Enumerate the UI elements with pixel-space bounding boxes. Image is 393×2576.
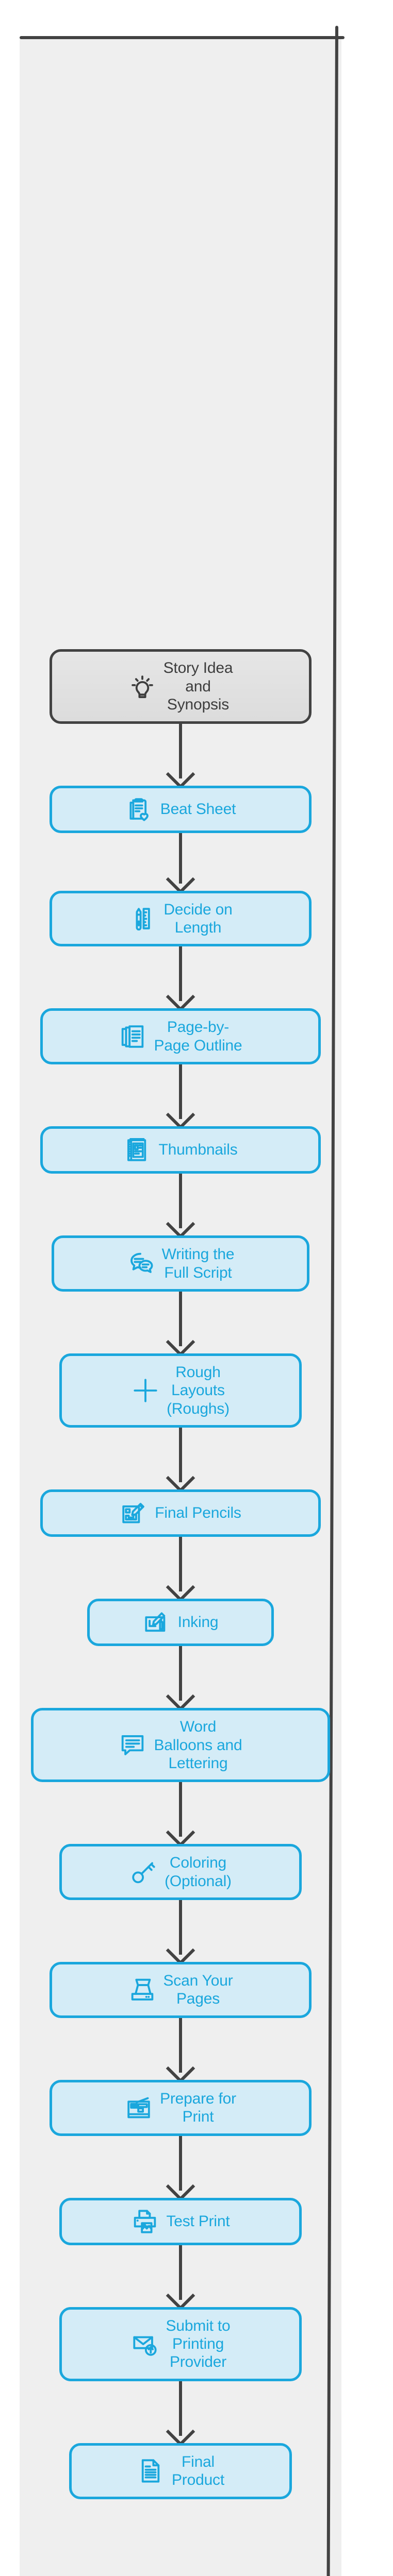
arrow-head-icon [166, 1682, 195, 1711]
flow-arrow-decide-on-length-to-page-by-page-outline [166, 946, 195, 1012]
flow-arrow-submit-to-printing-provider-to-final-product [166, 2381, 195, 2447]
arrow-head-icon [166, 1327, 195, 1357]
lightbulb-icon [128, 673, 156, 701]
flow-node-label: Final Pencils [155, 1504, 241, 1522]
frame-top-rule [20, 36, 345, 39]
flow-node-label: Test Print [166, 2212, 230, 2230]
tablet-pencil-icon [120, 1499, 148, 1527]
tablet-pen-icon [143, 1608, 171, 1636]
documents-icon [119, 1023, 146, 1050]
arrow-head-icon [166, 1818, 195, 1848]
arrow-head-icon [166, 1209, 195, 1239]
flow-node-label: Story Idea and Synopsis [163, 659, 233, 714]
arrow-head-icon [166, 2417, 195, 2447]
flow-node-label: Decide on Length [163, 901, 233, 936]
printing-press-icon [125, 2094, 153, 2122]
arrow-head-icon [166, 759, 195, 789]
flow-node-final-product[interactable]: Final Product [69, 2443, 292, 2499]
arrow-shaft [179, 1174, 182, 1229]
chat-bubbles-icon [127, 1250, 155, 1278]
flow-node-submit-to-printing-provider[interactable]: Submit to Printing Provider [59, 2307, 302, 2381]
flow-arrow-scan-your-pages-to-prepare-for-print [166, 2018, 195, 2083]
arrow-shaft [179, 1064, 182, 1120]
scanner-icon [128, 1976, 156, 2004]
arrow-shaft [179, 833, 182, 884]
arrow-shaft [179, 2136, 182, 2191]
flow-node-story-idea-and-synopsis[interactable]: Story Idea and Synopsis [50, 649, 312, 724]
arrow-head-icon [166, 865, 195, 894]
flow-node-thumbnails[interactable]: Thumbnails [40, 1126, 321, 1174]
arrow-head-icon [166, 2172, 195, 2201]
arrow-shaft [179, 723, 182, 778]
envelope-upload-icon [131, 2330, 159, 2358]
flow-node-label: Scan Your Pages [163, 1972, 233, 2008]
arrow-shaft [179, 1900, 182, 1955]
sketchbook-icon [123, 1136, 151, 1164]
flow-arrow-page-by-page-outline-to-thumbnails [166, 1064, 195, 1130]
arrow-head-icon [166, 1936, 195, 1965]
flow-node-rough-layouts[interactable]: Rough Layouts (Roughs) [59, 1353, 302, 1428]
flow-node-writing-the-full-script[interactable]: Writing the Full Script [52, 1235, 309, 1292]
flow-node-label: Writing the Full Script [161, 1246, 235, 1281]
arrow-shaft [179, 2245, 182, 2300]
flow-node-final-pencils[interactable]: Final Pencils [40, 1489, 321, 1537]
flow-arrow-word-balloons-and-lettering-to-coloring-optional [166, 1782, 195, 1848]
flow-arrow-writing-the-full-script-to-rough-layouts [166, 1291, 195, 1357]
arrow-head-icon [166, 1100, 195, 1130]
flow-node-label: Submit to Printing Provider [166, 2317, 231, 2371]
flow-arrow-beat-sheet-to-decide-on-length [166, 833, 195, 894]
flow-node-label: Final Product [172, 2453, 224, 2489]
flow-node-word-balloons-and-lettering[interactable]: Word Balloons and Lettering [31, 1708, 330, 1783]
flow-arrow-final-pencils-to-inking [166, 1537, 195, 1602]
flow-node-label: Prepare for Print [160, 2090, 236, 2126]
flow-arrow-coloring-optional-to-scan-your-pages [166, 1900, 195, 1965]
flow-arrow-thumbnails-to-writing-the-full-script [166, 1174, 195, 1239]
flow-node-decide-on-length[interactable]: Decide on Length [50, 890, 312, 947]
arrow-head-icon [166, 1572, 195, 1602]
flow-node-label: Beat Sheet [160, 800, 236, 818]
arrow-shaft [179, 946, 182, 1002]
flow-node-label: Rough Layouts (Roughs) [167, 1363, 230, 1417]
arrow-shaft [179, 2381, 182, 2436]
flow-node-inking[interactable]: Inking [87, 1599, 274, 1647]
flow-arrow-rough-layouts-to-final-pencils [166, 1428, 195, 1493]
flow-node-scan-your-pages[interactable]: Scan Your Pages [50, 1962, 312, 2018]
arrow-shaft [179, 1537, 182, 1592]
flow-node-label: Page-by- Page Outline [154, 1019, 242, 1054]
flow-arrow-inking-to-word-balloons-and-lettering [166, 1646, 195, 1711]
flow-node-coloring-optional[interactable]: Coloring (Optional) [59, 1844, 302, 1901]
flow-node-label: Coloring (Optional) [165, 1854, 232, 1890]
flow-node-beat-sheet[interactable]: Beat Sheet [50, 785, 312, 833]
arrow-head-icon [166, 1463, 195, 1493]
arrow-head-icon [166, 2054, 195, 2083]
key-icon [129, 1858, 157, 1886]
arrow-shaft [179, 2018, 182, 2073]
crosshair-plus-icon [132, 1377, 159, 1404]
flow-node-test-print[interactable]: Test Print [59, 2197, 302, 2245]
flow-arrow-prepare-for-print-to-test-print [166, 2136, 195, 2201]
flow-node-page-by-page-outline[interactable]: Page-by- Page Outline [40, 1008, 321, 1065]
flow-node-label: Word Balloons and Lettering [154, 1718, 242, 1772]
arrow-shaft [179, 1428, 182, 1483]
arrow-head-icon [166, 982, 195, 1012]
arrow-shaft [179, 1646, 182, 1701]
flow-arrow-story-idea-and-synopsis-to-beat-sheet [166, 723, 195, 789]
flow-node-prepare-for-print[interactable]: Prepare for Print [50, 2079, 312, 2136]
arrow-head-icon [166, 2281, 195, 2310]
clipboard-heart-icon [125, 795, 153, 823]
arrow-shaft [179, 1291, 182, 1346]
flow-arrow-test-print-to-submit-to-printing-provider [166, 2245, 195, 2310]
arrow-shaft [179, 1782, 182, 1837]
flow-node-label: Inking [177, 1614, 219, 1631]
document-lines-icon [137, 2457, 165, 2485]
printer-photo-icon [131, 2208, 159, 2235]
pencil-ruler-icon [128, 905, 156, 933]
flow-node-label: Thumbnails [158, 1141, 238, 1159]
speech-bubble-icon [119, 1731, 146, 1759]
